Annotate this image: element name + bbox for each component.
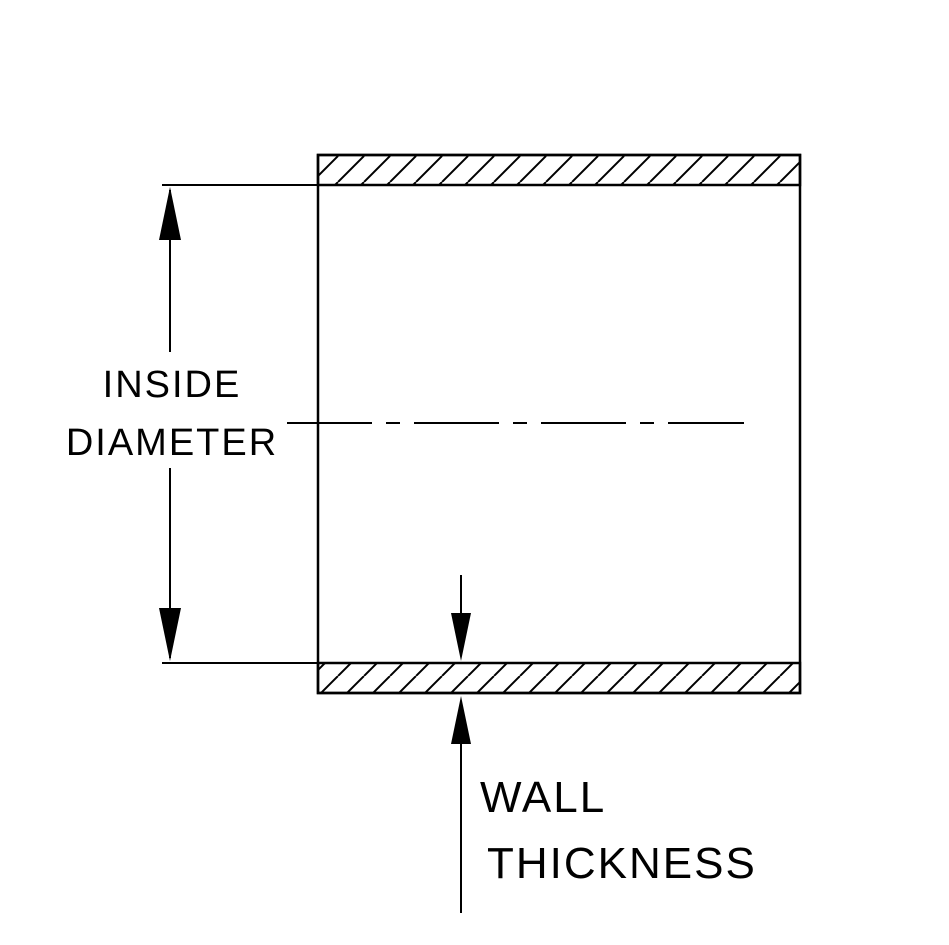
dimension-arrow-down-icon [159,608,181,661]
top-wall-hatched-section [316,153,802,187]
bottom-wall-hatched-section [316,661,802,695]
wall-thickness-arrow-down-icon [451,613,471,661]
inside-diameter-label-line1: INSIDE [103,364,242,406]
wall-thickness-label-line2: THICKNESS [487,839,757,888]
wall-thickness-label-line1: WALL [480,773,606,822]
inside-diameter-label-line2: DIAMETER [66,422,278,464]
dimension-arrow-up-icon [159,187,181,240]
wall-thickness-arrow-up-icon [451,696,471,744]
